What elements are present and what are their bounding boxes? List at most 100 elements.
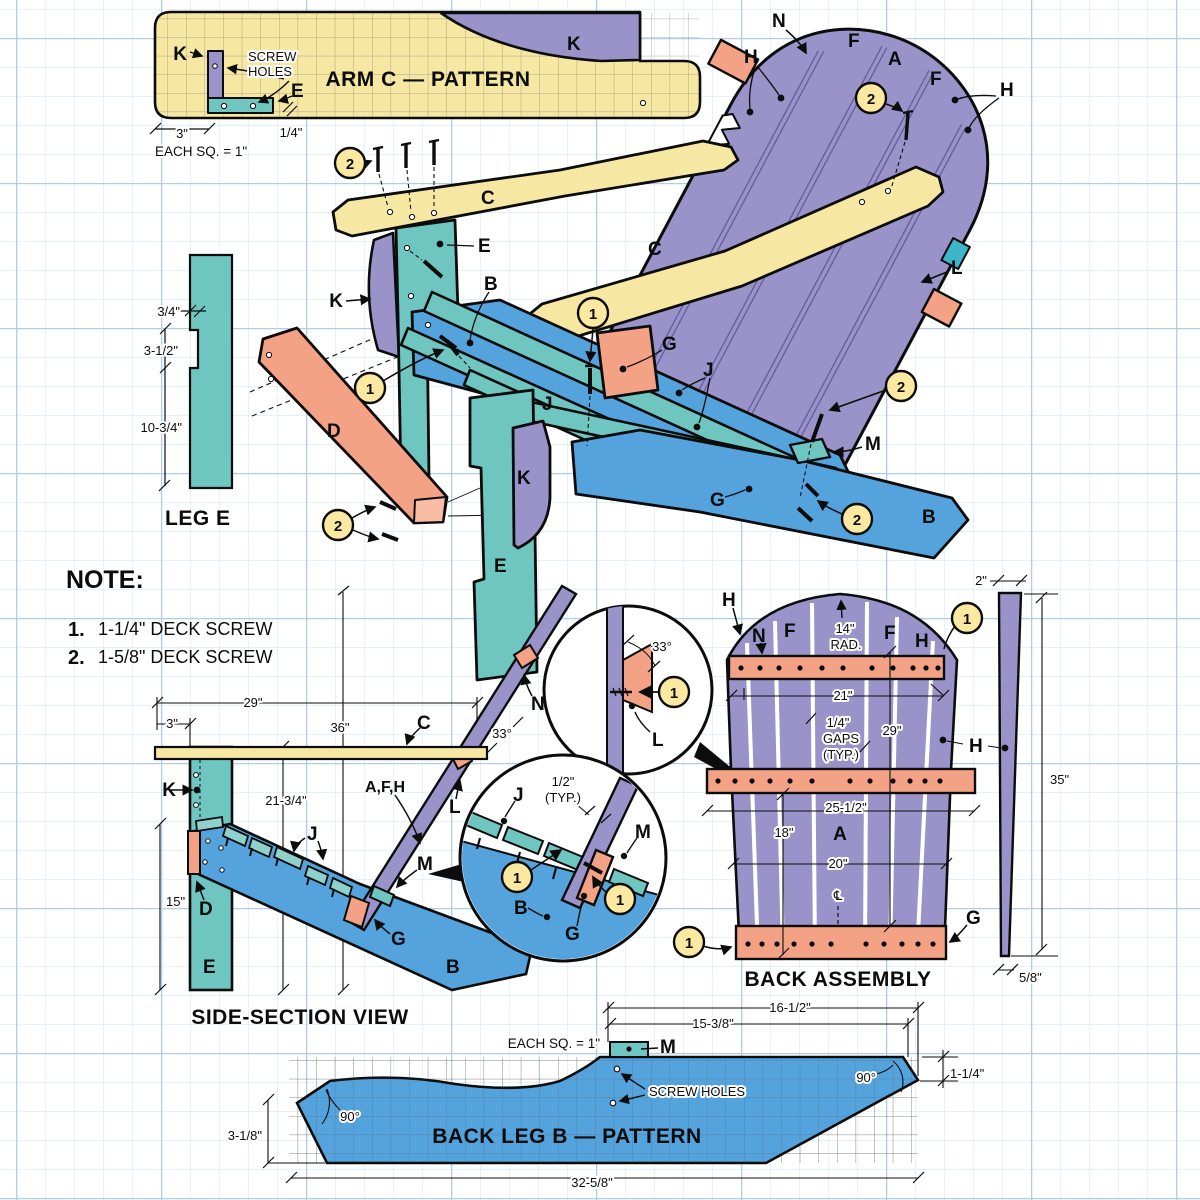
label-c-left-arm: C <box>481 188 495 209</box>
side-label-d: D <box>199 899 213 920</box>
dim-15: 15" <box>166 894 185 909</box>
detail-label-g: G <box>565 924 580 945</box>
label-h-back-left: H <box>744 47 758 68</box>
svg-text:2: 2 <box>346 156 354 173</box>
screw-holes-note-2: HOLES <box>248 64 292 79</box>
brace-g-upper <box>595 324 660 400</box>
svg-text:1: 1 <box>366 381 374 398</box>
back-callout-1: 1 <box>963 611 971 628</box>
brace-d-endface <box>413 496 447 524</box>
label-b-right: B <box>922 507 936 528</box>
back-dim-18: 18" <box>774 825 793 840</box>
back-gaps-2: GAPS <box>823 731 859 746</box>
arm-scale-note: EACH SQ. = 1" <box>155 144 247 159</box>
dim-312: 3-1/2" <box>144 343 179 358</box>
note-1-text: 1-1/4" DECK SCREW <box>98 619 272 639</box>
label-e-right: E <box>494 556 507 577</box>
screw-hole <box>639 99 647 107</box>
detail-top-callout: 1 <box>670 685 678 702</box>
cleat-l <box>920 287 963 328</box>
deck-screws <box>372 138 440 213</box>
bracket-k-on-arm <box>439 11 642 63</box>
legb-angle-90-right: 90° <box>856 1070 876 1085</box>
back-dim-58: 5/8" <box>1019 970 1042 985</box>
bracket-k-left <box>367 231 401 359</box>
back-rad-2: RAD. <box>830 637 861 652</box>
back-label-n: N <box>752 626 766 647</box>
side-label-g: G <box>391 929 406 950</box>
screw-holes-note-1: SCREW <box>248 49 297 64</box>
back-leg-b-pattern: EACH SQ. = 1" M 15-3/8" 16-1/2" SCREW HO… <box>226 998 987 1192</box>
dim-34: 3/4" <box>157 304 180 319</box>
label-j-center: J <box>542 394 553 415</box>
detail-label-b: B <box>514 898 528 919</box>
back-label-h1: H <box>722 590 736 611</box>
detail-circle-bottom: 1 1 1/2" (TYP.) J M B G <box>428 753 668 963</box>
h-slat-profile <box>997 591 1023 958</box>
side-label-c: C <box>417 713 431 734</box>
label-k2: K <box>567 34 581 55</box>
note-2-num: 2. <box>68 647 85 669</box>
back-callout-2: 1 <box>685 935 693 952</box>
arm-c-pattern: K K SCREW HOLES E ARM C — PATTERN 3" 1/4… <box>149 10 702 161</box>
dim-quarter: 1/4" <box>280 125 303 140</box>
legb-dim-1538: 15-3/8" <box>692 1016 734 1031</box>
back-label-f1: F <box>784 621 796 642</box>
screw-hole <box>212 63 218 69</box>
leg-e-title: LEG E <box>165 507 231 530</box>
cleat-m-edge <box>940 237 971 271</box>
label-n-back: N <box>772 11 786 32</box>
label-b-left: B <box>484 274 498 295</box>
label-l-back: L <box>951 258 963 279</box>
label-f-back-2: F <box>930 69 942 90</box>
callout-circles: 2 2 1 1 2 2 2 <box>321 81 918 542</box>
back-centerline: ℄ <box>833 888 843 903</box>
side-view-title: SIDE-SECTION VIEW <box>191 1006 408 1029</box>
dim-36: 36" <box>330 720 349 735</box>
side-label-k: K <box>162 780 176 801</box>
back-dim-2: 2" <box>975 573 987 588</box>
dim-1034: 10-3/4" <box>141 420 183 435</box>
back-label-f2: F <box>884 623 896 644</box>
legb-dim-3258: 32-5/8" <box>571 1175 613 1190</box>
side-seat-slats <box>195 815 354 899</box>
detail-top-label-l: L <box>652 730 664 751</box>
side-brace-d <box>187 830 201 875</box>
side-section-view: 29" 3" 36" 21-3/4" 15" 33° <box>151 584 578 1029</box>
side-brace-g <box>342 894 371 929</box>
back-dim-35: 35" <box>1050 772 1069 787</box>
back-dim-20: 20" <box>828 856 847 871</box>
back-label-h3: H <box>969 736 983 757</box>
side-label-j: J <box>307 824 318 845</box>
back-assembly-view: 1 1 H N F F H 14" RAD. 21" 1/4" GAPS (TY… <box>672 571 1071 991</box>
grid-overlay <box>289 1057 918 1163</box>
dim-3in: 3" <box>176 126 188 141</box>
side-label-l: L <box>449 797 461 818</box>
screw-glyphs <box>379 109 914 542</box>
side-cleat-n <box>512 643 540 670</box>
note-title: NOTE: <box>66 566 144 594</box>
legb-dim-318: 3-1/8" <box>228 1128 263 1143</box>
label-c-right-arm: C <box>648 239 662 260</box>
detail-typ: (TYP.) <box>545 790 581 805</box>
back-assembly-title: BACK ASSEMBLY <box>745 968 932 991</box>
detail-label-m: M <box>635 822 651 843</box>
side-cleat-m <box>368 884 396 908</box>
svg-text:2: 2 <box>897 379 905 396</box>
label-k-right: K <box>517 468 531 489</box>
side-label-b: B <box>446 957 460 978</box>
svg-text:2: 2 <box>867 91 875 108</box>
legb-angle-90-left: 90° <box>340 1109 360 1124</box>
side-label-m: M <box>417 854 433 875</box>
detail-top-angle: 33° <box>652 639 672 654</box>
cleat-k-end <box>207 50 224 99</box>
back-label-g: G <box>966 908 981 929</box>
exploded-assembly-view: 2 2 1 1 2 2 2 C C E K B G J J D K E M G … <box>249 11 1014 682</box>
screw-hole <box>249 102 257 110</box>
dim-29: 29" <box>243 695 262 710</box>
bracket-k-right <box>511 419 552 550</box>
svg-text:1: 1 <box>589 306 597 323</box>
back-gaps-1: 1/4" <box>827 715 850 730</box>
side-label-e: E <box>203 957 216 978</box>
